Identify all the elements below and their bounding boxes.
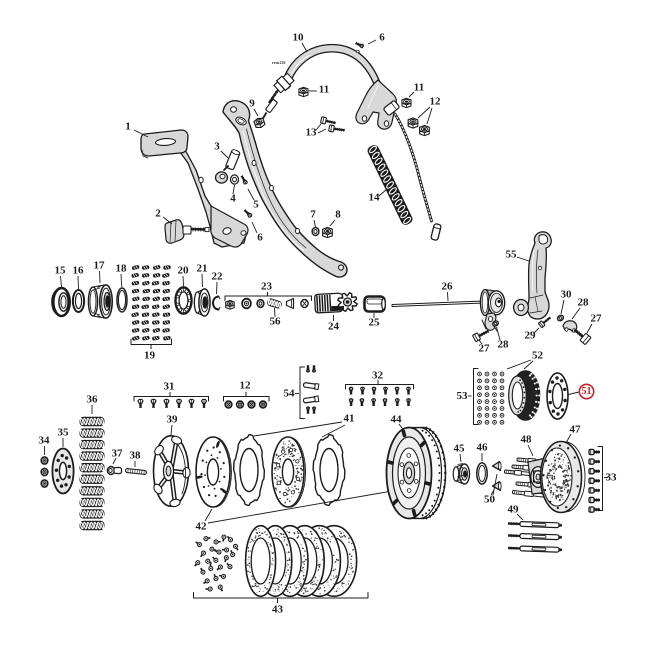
svg-text:9: 9 [249, 98, 255, 110]
svg-text:43: 43 [272, 604, 284, 616]
svg-text:56: 56 [270, 316, 282, 328]
svg-text:6: 6 [257, 232, 263, 244]
svg-text:53: 53 [457, 390, 469, 402]
svg-text:29: 29 [525, 330, 537, 342]
svg-text:32: 32 [372, 370, 384, 382]
svg-text:4: 4 [230, 193, 236, 205]
svg-text:23: 23 [261, 281, 273, 293]
svg-text:13: 13 [306, 127, 318, 139]
svg-text:38: 38 [130, 450, 142, 462]
svg-text:6: 6 [379, 32, 385, 44]
svg-text:28: 28 [578, 297, 590, 309]
svg-text:27: 27 [591, 313, 603, 325]
svg-text:28: 28 [498, 339, 510, 351]
svg-text:17: 17 [94, 260, 106, 272]
svg-text:50: 50 [484, 494, 496, 506]
svg-text:47: 47 [570, 424, 582, 436]
svg-text:44: 44 [391, 414, 403, 426]
svg-text:48: 48 [521, 434, 533, 446]
svg-text:25: 25 [369, 317, 381, 329]
svg-text:14: 14 [369, 192, 381, 204]
svg-text:3: 3 [214, 141, 220, 153]
svg-text:35: 35 [58, 427, 70, 439]
svg-text:39: 39 [167, 414, 179, 426]
svg-text:30: 30 [561, 289, 573, 301]
svg-text:27: 27 [479, 343, 491, 355]
svg-text:10: 10 [293, 32, 305, 44]
svg-text:5: 5 [253, 199, 259, 211]
svg-text:54: 54 [284, 388, 296, 400]
svg-text:16: 16 [73, 265, 85, 277]
svg-text:24: 24 [328, 321, 340, 333]
svg-text:12: 12 [240, 380, 252, 392]
svg-text:41: 41 [344, 413, 355, 425]
svg-text:22: 22 [212, 271, 224, 283]
svg-text:37: 37 [112, 448, 124, 460]
svg-text:19: 19 [144, 350, 156, 362]
svg-text:8: 8 [335, 209, 341, 221]
svg-text:7: 7 [310, 209, 316, 221]
svg-text:20: 20 [178, 265, 190, 277]
svg-text:45: 45 [454, 443, 466, 455]
svg-text:51: 51 [582, 386, 592, 397]
svg-text:11: 11 [319, 84, 329, 96]
svg-text:15: 15 [55, 265, 67, 277]
svg-text:42: 42 [196, 521, 208, 533]
svg-text:21: 21 [197, 263, 208, 275]
svg-text:49: 49 [508, 504, 520, 516]
svg-text:26: 26 [442, 281, 454, 293]
svg-text:1: 1 [125, 121, 131, 133]
svg-text:55: 55 [506, 249, 518, 261]
svg-text:31: 31 [164, 381, 175, 393]
svg-text:2: 2 [155, 208, 161, 220]
svg-text:18: 18 [116, 263, 128, 275]
svg-text:52: 52 [532, 350, 544, 362]
svg-text:12: 12 [430, 96, 442, 108]
svg-text:11: 11 [414, 82, 424, 94]
svg-text:33: 33 [606, 472, 618, 484]
svg-text:rem126: rem126 [272, 60, 285, 65]
svg-text:34: 34 [39, 435, 51, 447]
svg-text:46: 46 [477, 442, 489, 454]
svg-text:36: 36 [87, 394, 99, 406]
